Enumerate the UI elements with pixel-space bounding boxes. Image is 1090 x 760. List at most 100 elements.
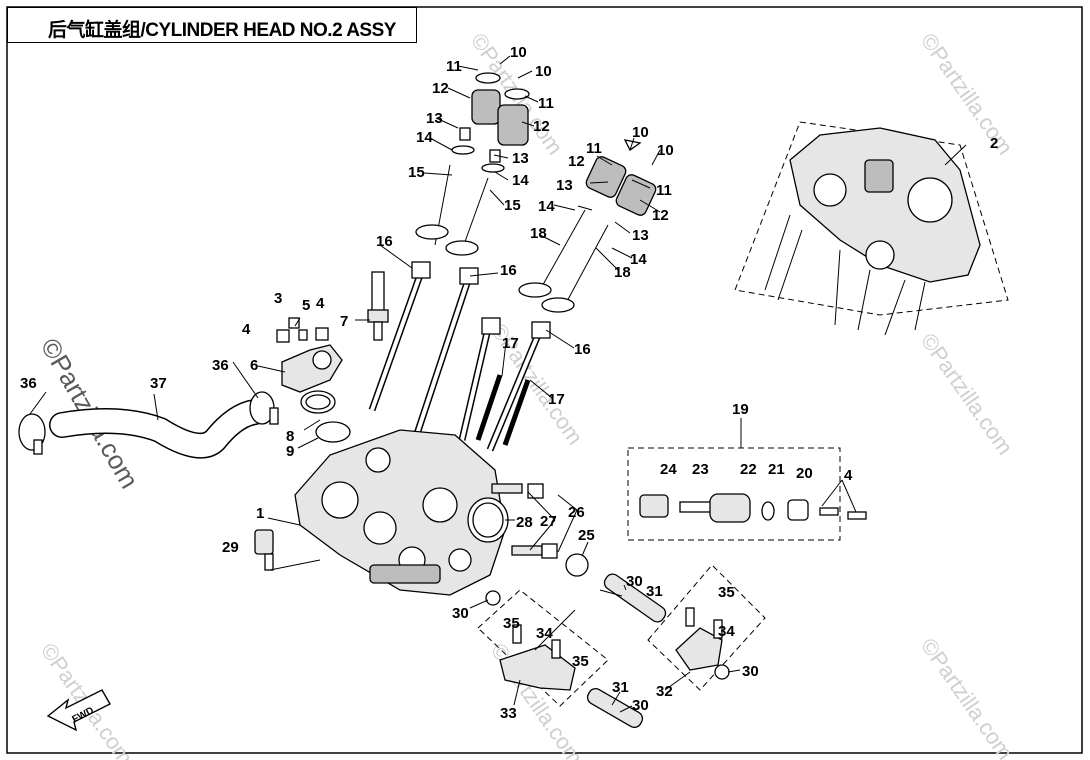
part-2-assembly-group [734,121,1009,336]
leader-lines [29,55,967,713]
screw-35 [551,639,561,659]
callout-6: 6 [250,357,258,374]
callout-14: 14 [416,129,433,146]
valve-retainer [504,88,530,100]
rocker-group-33 [477,589,609,707]
callout-31: 31 [646,583,663,600]
exhaust-studs-group [467,483,589,577]
temp-sensor-body [254,529,274,555]
callout-29: 29 [222,539,239,556]
spark-plug-thread [373,321,383,341]
callout-11: 11 [586,140,602,157]
spark-plug-body [371,271,385,313]
gasket-28-inner [472,502,504,538]
callout-17: 17 [502,335,519,352]
head-base [369,564,441,584]
stud-nut [531,321,551,339]
part-2-head-body [789,127,981,283]
rocker-shaft-31 [586,687,644,729]
spark-plug-hex [367,309,389,323]
callout-11: 11 [538,95,554,112]
hose-clamp-screw [269,407,279,425]
callout-26: 26 [568,504,585,521]
callout-28: 28 [516,514,533,531]
temp-sensor-29 [254,529,274,571]
watermark-text: ©Partzilla.com [916,329,1018,460]
callout-31: 31 [612,679,629,696]
callout-12: 12 [568,153,585,170]
callout-13: 13 [512,150,529,167]
callout-10: 10 [632,124,649,141]
callout-10: 10 [535,63,552,80]
callout-2: 2 [990,135,998,152]
callout-14: 14 [538,198,555,215]
callout-16: 16 [500,262,517,279]
callout-4: 4 [844,467,853,484]
callout-37: 37 [150,375,167,392]
outer-border [6,6,1083,754]
valve-head [518,282,552,298]
screw-35 [713,619,723,639]
callout-7: 7 [340,313,348,330]
callout-3: 3 [274,290,282,307]
callout-10: 10 [510,44,527,61]
callout-14: 14 [630,251,647,268]
o-ring-8-inner [305,394,331,410]
callout-16: 16 [376,233,393,250]
spring-seat [451,145,475,155]
rocker-shafts-group [485,573,667,729]
rocker-arm-32 [675,627,723,671]
watermark-text: ©Partzilla.com [916,634,1018,760]
screw-35 [685,607,695,627]
stud-nut [411,261,431,279]
callout-36: 36 [20,375,37,392]
valve-train-group [415,72,657,313]
callout-11: 11 [656,182,672,199]
callout-13: 13 [556,177,573,194]
nut-26 [527,483,544,499]
callout-20: 20 [796,465,813,482]
coolant-hose-group [18,391,279,459]
cylinder-head-1 [294,429,506,596]
callout-18: 18 [614,264,631,281]
callout-22: 22 [740,461,757,478]
callout-13: 13 [426,110,443,127]
stud-nut [459,267,479,285]
callout-12: 12 [432,80,449,97]
callout-19: 19 [732,401,749,418]
o-ring-25 [565,553,589,577]
stud-bolts-group [368,261,551,452]
callout-32: 32 [656,683,673,700]
head-port [321,481,359,519]
stud-nut [481,317,501,335]
rocker-32-dashed-boundary [647,564,766,691]
bolt-4 [847,511,867,520]
callout-15: 15 [504,197,521,214]
temp-sensor-tip [264,553,274,571]
water-outlet-port [312,350,332,370]
head-port [363,511,397,545]
bolt-3 [288,317,300,329]
valve-spring [615,174,657,216]
valve-head [445,240,479,256]
hose-clamp-screw [33,439,43,455]
callout-labels: 10 10 10 10 11 11 11 11 12 12 12 12 13 1… [20,44,998,722]
bolt-4 [276,329,290,343]
callout-16: 16 [574,341,591,358]
callout-35: 35 [718,584,735,601]
bolt-4 [315,327,329,341]
callout-35: 35 [572,653,589,670]
callout-10: 10 [657,142,674,159]
cap-bolt-20 [787,499,809,521]
tensioner-body-22 [709,493,751,523]
callout-4: 4 [242,321,251,338]
valve-head [541,297,575,313]
callout-11: 11 [446,58,462,75]
callout-5: 5 [302,297,310,314]
head-port [448,548,472,572]
screw-35 [512,624,522,644]
callout-30: 30 [742,663,759,680]
gasket-9 [315,421,351,443]
